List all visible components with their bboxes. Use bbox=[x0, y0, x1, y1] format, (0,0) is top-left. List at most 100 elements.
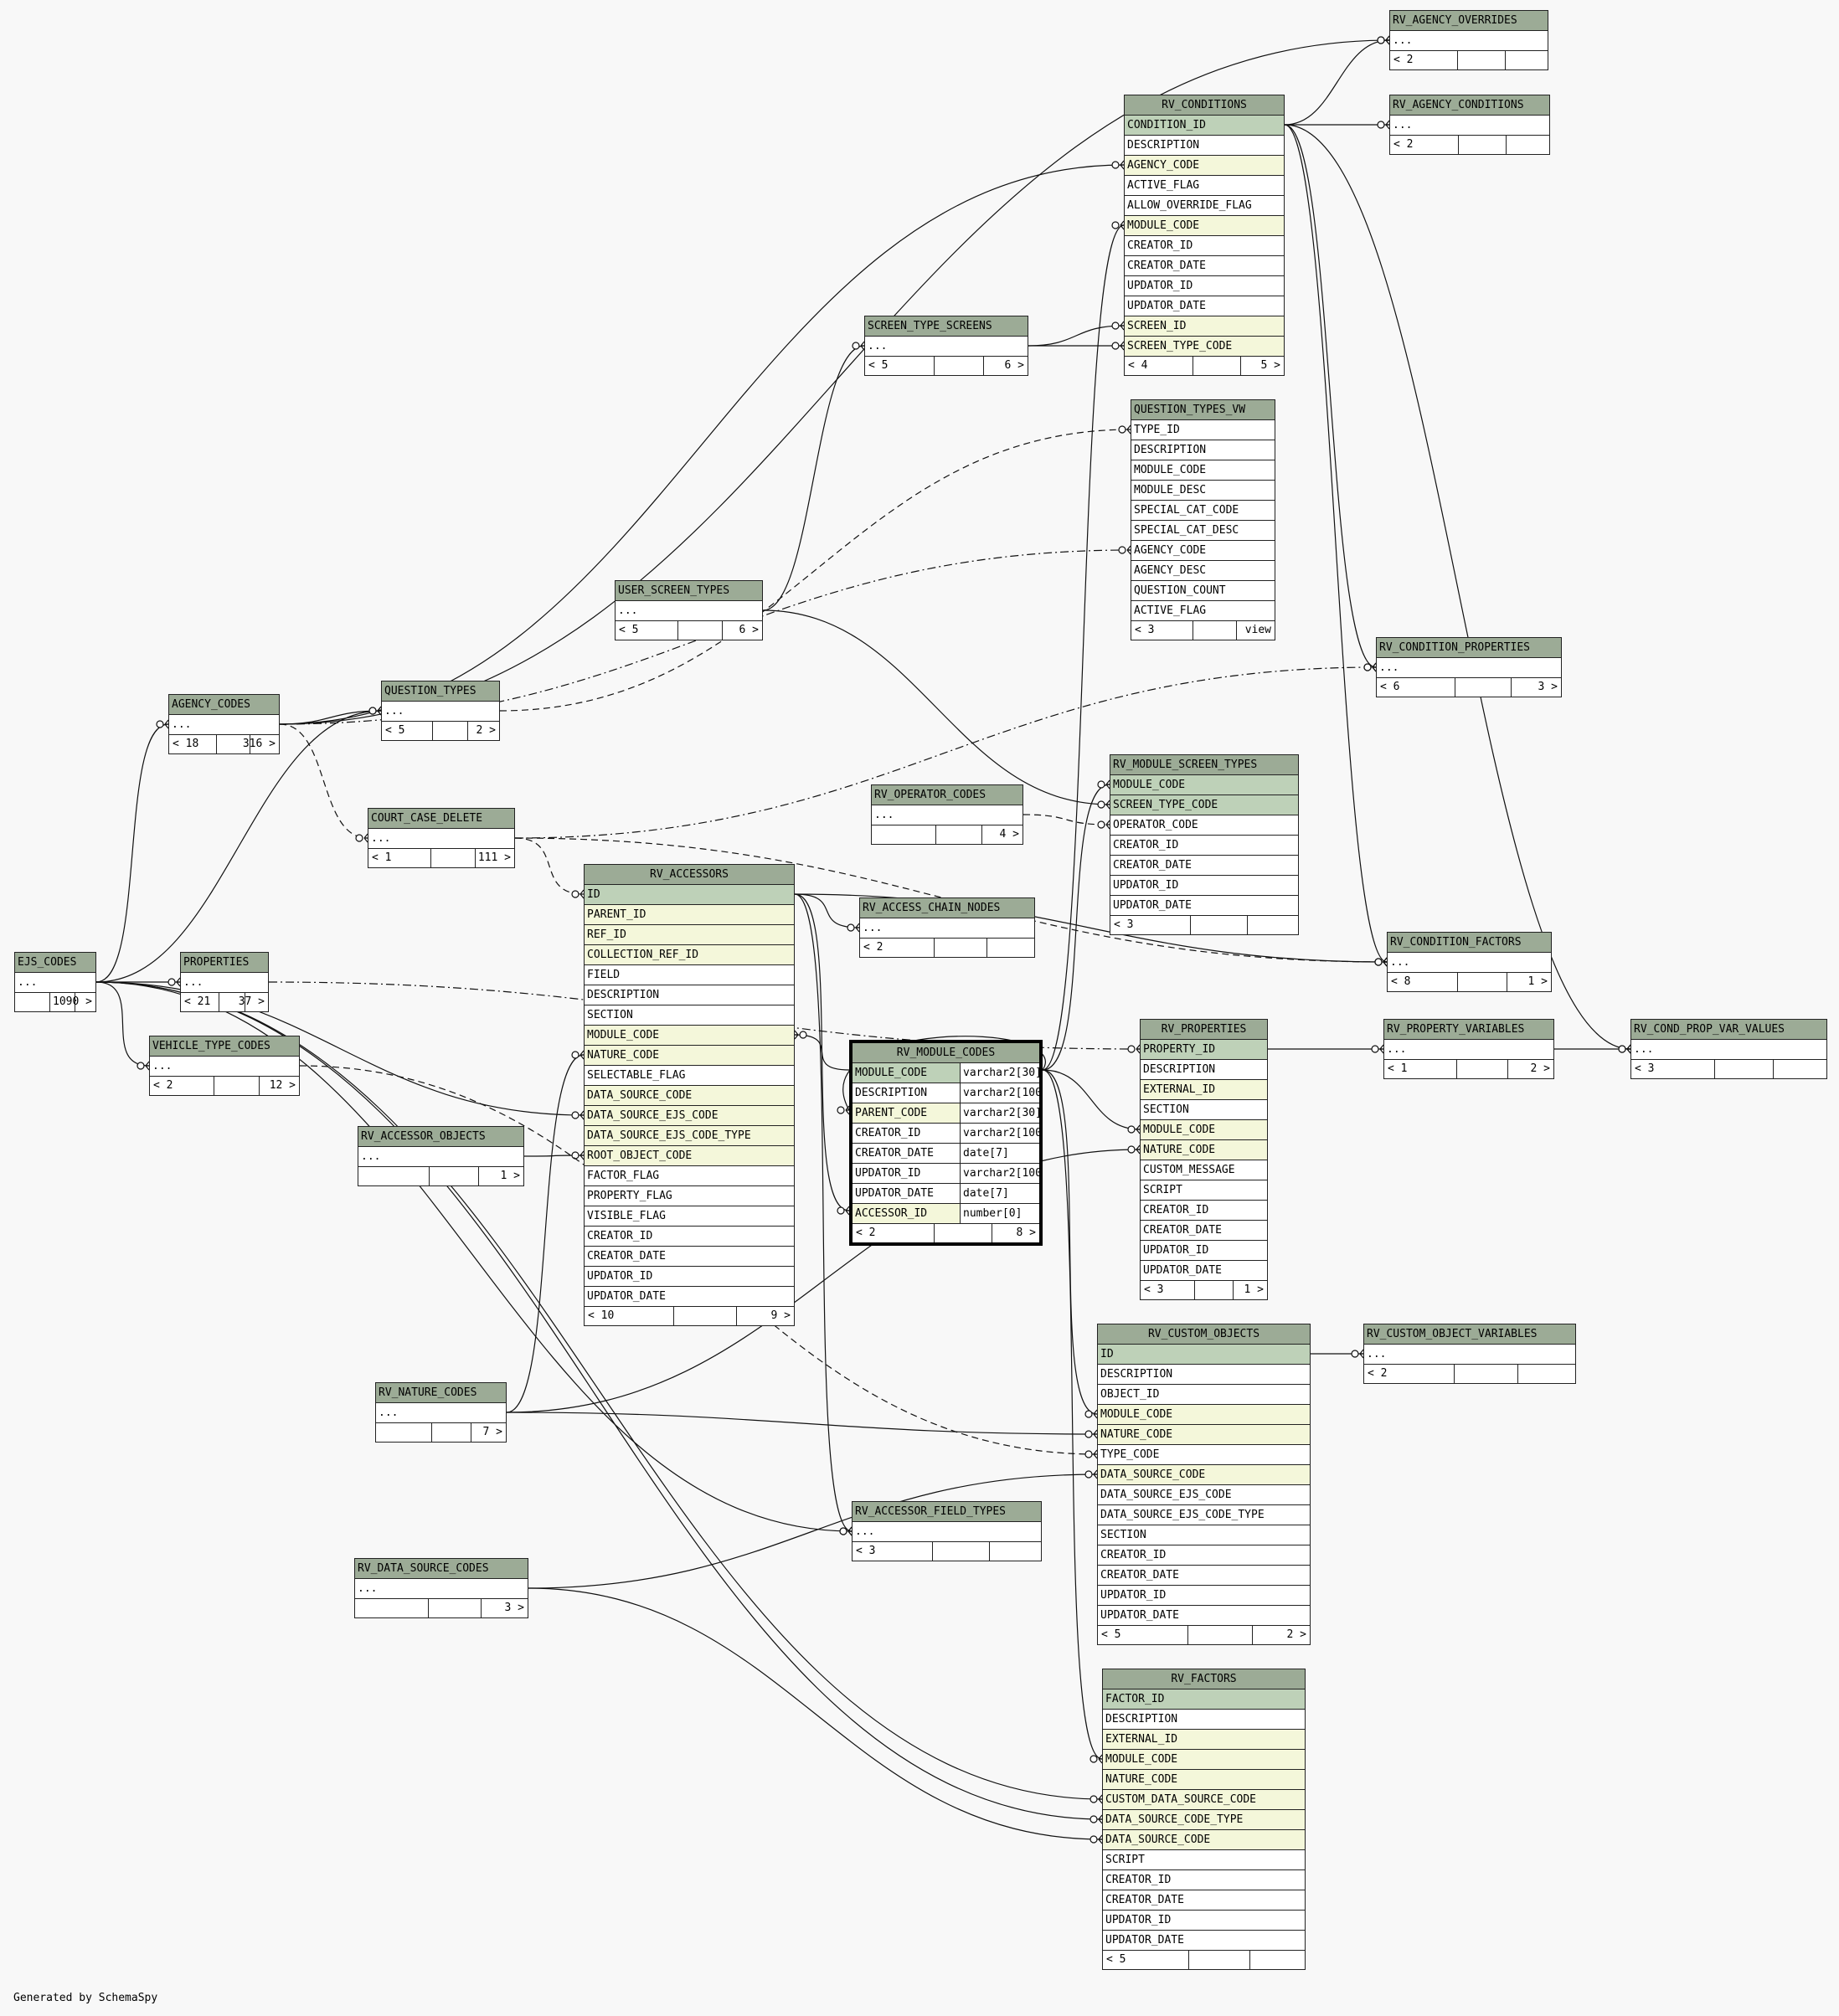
column-row[interactable]: AGENCY_DESC bbox=[1131, 561, 1275, 581]
column-row[interactable]: SECTION bbox=[585, 1005, 794, 1026]
column-row[interactable]: FACTOR_ID bbox=[1103, 1689, 1305, 1710]
table-title[interactable]: RV_OPERATOR_CODES bbox=[872, 785, 1023, 805]
parent-count[interactable]: < 10 bbox=[588, 1309, 615, 1322]
table-rv-data-source-codes[interactable]: RV_DATA_SOURCE_CODES...3 > bbox=[354, 1558, 528, 1618]
column-row[interactable]: SECTION bbox=[1098, 1525, 1310, 1545]
column-row[interactable]: UPDATOR_ID bbox=[1141, 1241, 1267, 1261]
table-title[interactable]: RV_FACTORS bbox=[1103, 1669, 1305, 1689]
column-row[interactable]: MODULE_CODE bbox=[585, 1026, 794, 1046]
table-title[interactable]: QUESTION_TYPES_VW bbox=[1131, 400, 1275, 420]
child-count[interactable]: 1090 > bbox=[53, 995, 92, 1008]
child-count[interactable]: view bbox=[1244, 624, 1271, 636]
parent-count[interactable]: < 3 bbox=[1635, 1062, 1655, 1075]
column-row[interactable]: COLLECTION_REF_ID bbox=[585, 945, 794, 965]
column-row[interactable]: SCREEN_ID bbox=[1125, 316, 1284, 337]
column-row[interactable]: DATA_SOURCE_EJS_CODE_TYPE bbox=[1098, 1505, 1310, 1525]
table-title[interactable]: RV_AGENCY_CONDITIONS bbox=[1390, 95, 1549, 116]
table-title[interactable]: RV_COND_PROP_VAR_VALUES bbox=[1631, 1020, 1826, 1040]
column-row[interactable]: UPDATOR_ID bbox=[1098, 1586, 1310, 1606]
table-title[interactable]: RV_CUSTOM_OBJECT_VARIABLES bbox=[1364, 1324, 1575, 1345]
column-row[interactable]: DESCRIPTION bbox=[1098, 1365, 1310, 1385]
table-title[interactable]: VEHICLE_TYPE_CODES bbox=[150, 1036, 299, 1057]
child-count[interactable]: 2 > bbox=[1530, 1062, 1550, 1075]
column-row[interactable]: CREATOR_DATE bbox=[585, 1247, 794, 1267]
collapsed-columns[interactable]: ... bbox=[169, 715, 279, 735]
collapsed-columns[interactable]: ... bbox=[376, 1403, 506, 1423]
column-row[interactable]: EXTERNAL_ID bbox=[1103, 1730, 1305, 1750]
collapsed-columns[interactable]: ... bbox=[1631, 1040, 1826, 1060]
table-title[interactable]: COURT_CASE_DELETE bbox=[368, 809, 514, 829]
child-count[interactable]: 5 > bbox=[1260, 359, 1280, 372]
column-row[interactable]: NATURE_CODE bbox=[1098, 1425, 1310, 1445]
collapsed-columns[interactable]: ... bbox=[872, 805, 1023, 825]
column-row[interactable]: PROPERTY_ID bbox=[1141, 1040, 1267, 1060]
parent-count[interactable]: < 2 bbox=[1393, 54, 1414, 66]
parent-count[interactable]: < 3 bbox=[1114, 918, 1134, 931]
collapsed-columns[interactable]: ... bbox=[853, 1522, 1041, 1542]
parent-count[interactable]: < 5 bbox=[868, 359, 889, 372]
column-row[interactable]: VISIBLE_FLAG bbox=[585, 1206, 794, 1227]
column-row[interactable]: CUSTOM_DATA_SOURCE_CODE bbox=[1103, 1790, 1305, 1810]
column-row[interactable]: SCRIPT bbox=[1141, 1180, 1267, 1201]
column-row[interactable]: UPDATOR_DATE bbox=[1141, 1261, 1267, 1281]
column-row[interactable]: AGENCY_CODE bbox=[1131, 541, 1275, 561]
collapsed-columns[interactable]: ... bbox=[15, 973, 95, 993]
column-row[interactable]: DESCRIPTION bbox=[1131, 440, 1275, 460]
column-row[interactable]: ROOT_OBJECT_CODE bbox=[585, 1146, 794, 1166]
parent-count[interactable]: < 2 bbox=[153, 1079, 173, 1092]
column-row[interactable]: MODULE_CODE bbox=[1098, 1405, 1310, 1425]
column-row[interactable]: CREATOR_ID bbox=[1110, 836, 1298, 856]
column-row[interactable]: CREATOR_DATE bbox=[1110, 856, 1298, 876]
table-title[interactable]: RV_PROPERTIES bbox=[1141, 1020, 1267, 1040]
collapsed-columns[interactable]: ... bbox=[181, 973, 268, 993]
column-row[interactable]: PROPERTY_FLAG bbox=[585, 1186, 794, 1206]
table-title[interactable]: RV_CONDITION_PROPERTIES bbox=[1377, 638, 1561, 658]
column-row[interactable]: CREATOR_ID bbox=[1098, 1545, 1310, 1566]
column-row[interactable]: CREATOR_DATE bbox=[1141, 1221, 1267, 1241]
table-title[interactable]: PROPERTIES bbox=[181, 953, 268, 973]
collapsed-columns[interactable]: ... bbox=[355, 1579, 528, 1599]
column-row[interactable]: MODULE_DESC bbox=[1131, 481, 1275, 501]
child-count[interactable]: 3 > bbox=[1538, 681, 1558, 693]
child-count[interactable]: 8 > bbox=[1016, 1227, 1036, 1239]
parent-count[interactable]: < 2 bbox=[856, 1227, 876, 1239]
table-rv-agency-conditions[interactable]: RV_AGENCY_CONDITIONS...< 2 bbox=[1389, 95, 1550, 155]
column-row[interactable]: UPDATOR_ID bbox=[1103, 1911, 1305, 1931]
column-row[interactable]: AGENCY_CODE bbox=[1125, 156, 1284, 176]
table-title[interactable]: RV_NATURE_CODES bbox=[376, 1383, 506, 1403]
column-row[interactable]: UPDATOR_ID bbox=[1110, 876, 1298, 896]
table-title[interactable]: RV_AGENCY_OVERRIDES bbox=[1390, 11, 1548, 31]
table-title[interactable]: EJS_CODES bbox=[15, 953, 95, 973]
parent-count[interactable]: < 6 bbox=[1380, 681, 1400, 693]
column-row[interactable]: REF_ID bbox=[585, 925, 794, 945]
column-row[interactable]: DESCRIPTION bbox=[1125, 136, 1284, 156]
parent-count[interactable]: < 2 bbox=[863, 941, 883, 954]
column-row[interactable]: TYPE_CODE bbox=[1098, 1445, 1310, 1465]
parent-count[interactable]: < 21 bbox=[184, 995, 211, 1008]
column-row[interactable]: NATURE_CODE bbox=[1103, 1770, 1305, 1790]
column-row[interactable]: SCREEN_TYPE_CODE bbox=[1110, 795, 1298, 815]
parent-count[interactable]: < 5 bbox=[1101, 1628, 1121, 1641]
parent-count[interactable]: < 8 bbox=[1391, 975, 1411, 988]
column-row[interactable]: ID bbox=[585, 885, 794, 905]
column-row[interactable]: ID bbox=[1098, 1345, 1310, 1365]
parent-count[interactable]: < 3 bbox=[1144, 1283, 1164, 1296]
column-row[interactable]: CREATOR_ID bbox=[1125, 236, 1284, 256]
collapsed-columns[interactable]: ... bbox=[1377, 658, 1561, 678]
column-row[interactable]: UPDATOR_DATE bbox=[1125, 296, 1284, 316]
table-rv-accessor-field-types[interactable]: RV_ACCESSOR_FIELD_TYPES...< 3 bbox=[852, 1501, 1042, 1561]
collapsed-columns[interactable]: ... bbox=[860, 918, 1034, 939]
column-row[interactable]: ACTIVE_FLAG bbox=[1131, 601, 1275, 621]
